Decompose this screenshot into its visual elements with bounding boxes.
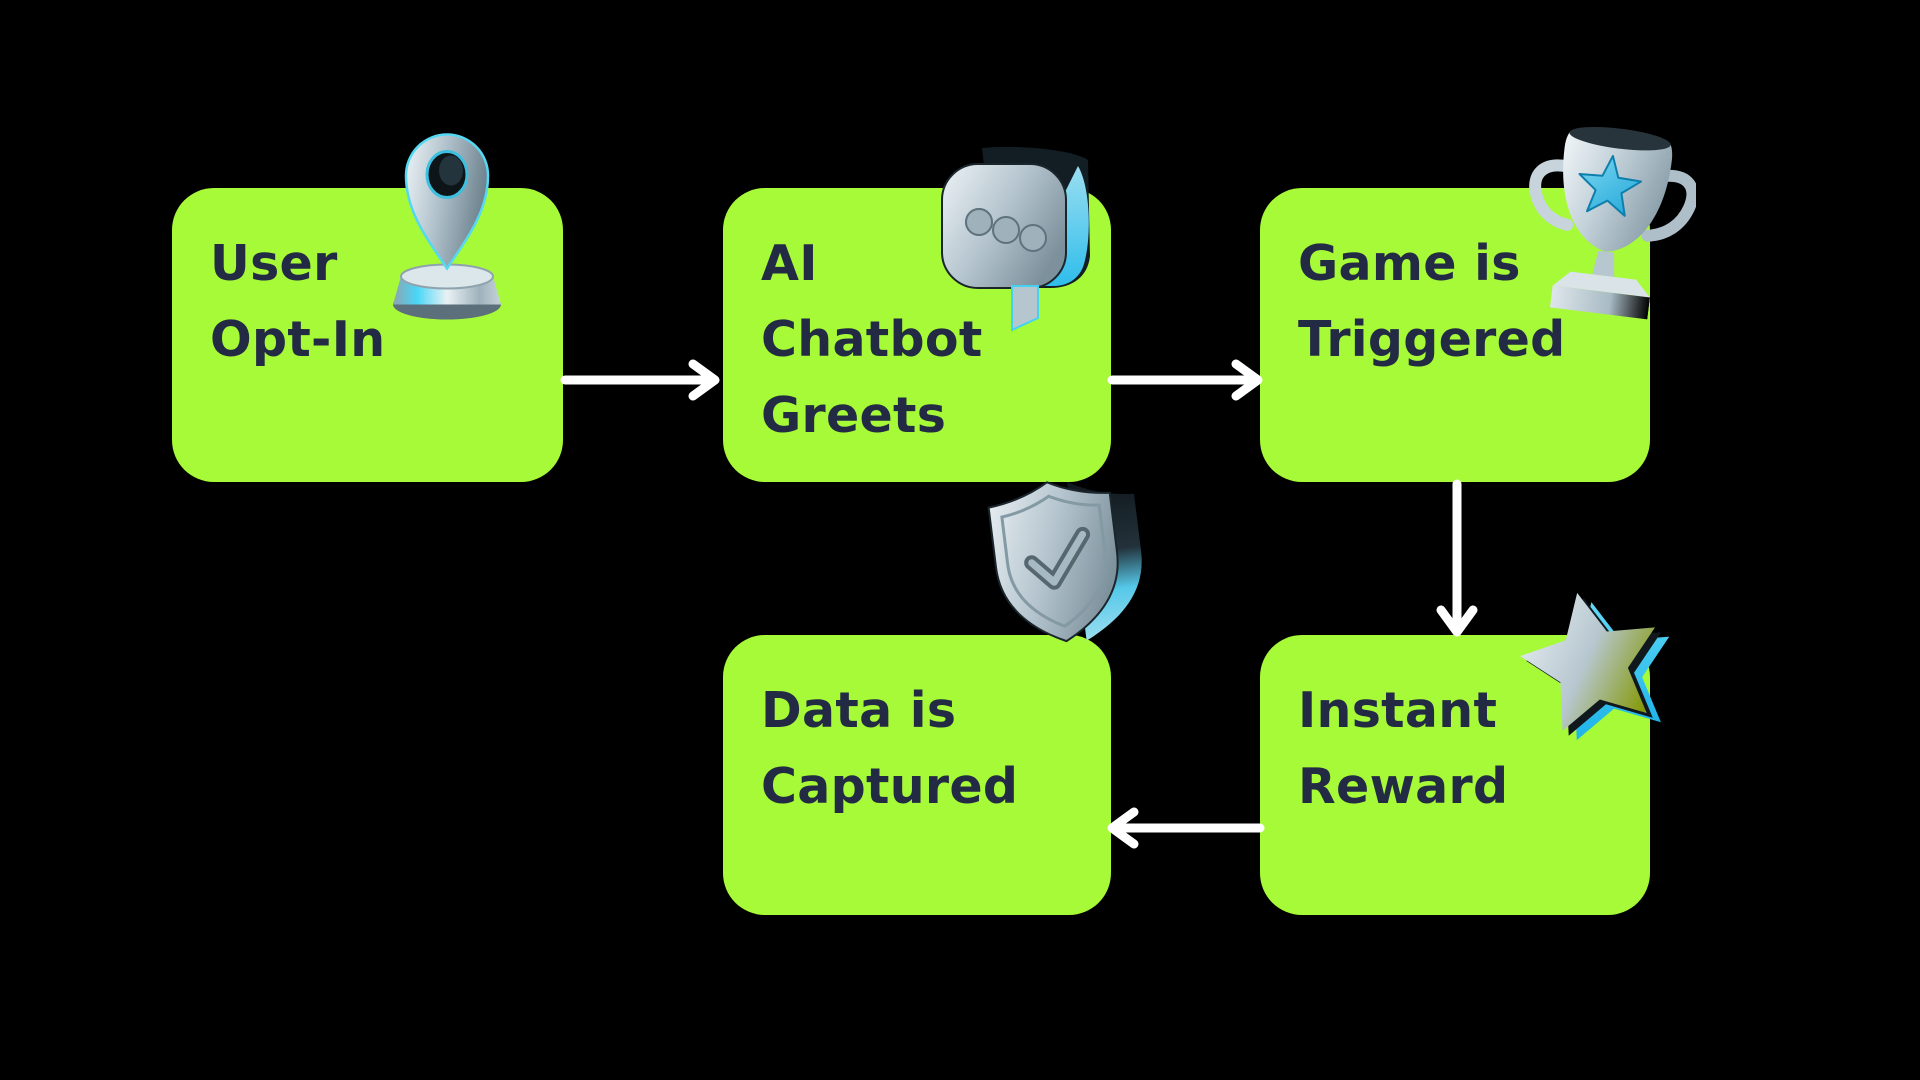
label-line: Triggered — [1298, 311, 1566, 368]
node-label-data-is-captured: Data is Captured — [723, 635, 1111, 825]
flow-node-instant-reward: Instant Reward — [1260, 635, 1650, 915]
node-label-user-opt-in: User Opt-In — [172, 188, 563, 378]
arrow-instant-reward-to-data-captured — [1106, 807, 1265, 849]
node-label-game-is-triggered: Game is Triggered — [1260, 188, 1650, 378]
label-line: Opt-In — [210, 311, 386, 368]
label-line: Data is — [761, 682, 957, 739]
label-line: Chatbot — [761, 311, 983, 368]
flow-node-game-is-triggered: Game is Triggered — [1260, 188, 1650, 482]
flow-node-data-is-captured: Data is Captured — [723, 635, 1111, 915]
flow-node-user-opt-in: User Opt-In — [172, 188, 563, 482]
arrow-user-opt-in-to-ai-chatbot — [560, 359, 721, 401]
label-line: User — [210, 235, 338, 292]
label-line: Instant — [1298, 682, 1498, 739]
node-label-instant-reward: Instant Reward — [1260, 635, 1650, 825]
arrow-game-triggered-to-instant-reward — [1436, 479, 1478, 638]
node-label-ai-chatbot-greets: AI Chatbot Greets — [723, 188, 1111, 454]
label-line: Greets — [761, 387, 947, 444]
label-line: AI — [761, 235, 818, 292]
label-line: Captured — [761, 758, 1019, 815]
label-line: Reward — [1298, 758, 1509, 815]
flow-node-ai-chatbot-greets: AI Chatbot Greets — [723, 188, 1111, 482]
label-line: Game is — [1298, 235, 1521, 292]
arrow-ai-chatbot-to-game-triggered — [1107, 359, 1264, 401]
shield-check-icon — [982, 474, 1160, 652]
